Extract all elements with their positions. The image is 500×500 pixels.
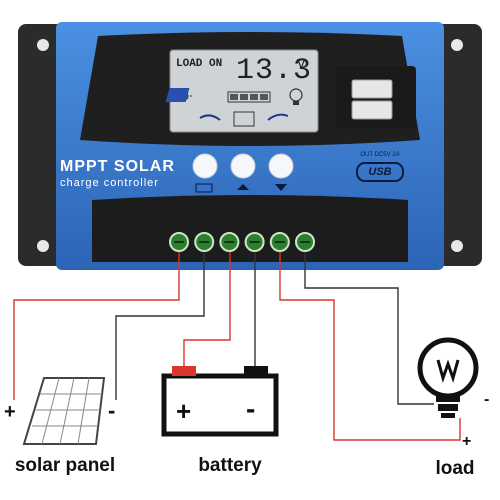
mount-hole-bl bbox=[37, 240, 49, 252]
up-arrow-icon bbox=[237, 184, 249, 190]
load-negative-wire bbox=[304, 252, 434, 405]
solar-positive-sign: + bbox=[4, 401, 16, 423]
menu-icon bbox=[195, 183, 213, 193]
battery-positive-sign: + bbox=[176, 396, 191, 426]
lcd-unit-label: V bbox=[297, 57, 306, 73]
lcd-bulb-icon bbox=[289, 88, 303, 105]
up-button[interactable] bbox=[230, 153, 256, 179]
brand-label: MPPT SOLAR charge controller bbox=[60, 158, 200, 189]
down-arrow-icon bbox=[275, 184, 287, 191]
battery-negative-terminal bbox=[244, 366, 268, 376]
lcd-face-icon bbox=[233, 111, 255, 127]
mount-hole-tr bbox=[451, 39, 463, 51]
battery-icon bbox=[161, 366, 279, 437]
mount-hole-tl bbox=[37, 39, 49, 51]
solar-panel-icon bbox=[22, 377, 106, 445]
lcd-flow-arrow-right bbox=[267, 113, 289, 121]
menu-button[interactable] bbox=[192, 153, 218, 179]
usb-port-1[interactable] bbox=[351, 79, 393, 99]
load-positive-wire bbox=[279, 252, 461, 441]
mount-hole-br bbox=[451, 240, 463, 252]
load-label: load bbox=[435, 458, 475, 479]
battery-label: battery bbox=[198, 455, 262, 476]
lcd-mode-label: LOAD ON bbox=[176, 58, 223, 70]
lcd-flow-arrow-left bbox=[199, 114, 221, 121]
usb-badge: USB bbox=[356, 162, 404, 182]
down-button[interactable] bbox=[268, 153, 294, 179]
lcd-voltage-readout: 13.3 bbox=[236, 54, 313, 88]
terminal-row bbox=[169, 232, 315, 252]
usb-output-label: OUT DC5V 2A bbox=[360, 152, 400, 158]
lcd-battery-icon bbox=[227, 91, 271, 103]
load-negative-sign: - bbox=[484, 391, 489, 408]
bulb-icon bbox=[417, 337, 479, 418]
solar-positive-wire bbox=[13, 252, 180, 400]
brand-title: MPPT SOLAR bbox=[60, 158, 175, 175]
lcd-panel-icon bbox=[165, 88, 190, 102]
solar-panel-label: solar panel bbox=[14, 455, 116, 476]
load-positive-sign: + bbox=[462, 433, 471, 450]
battery-positive-terminal bbox=[172, 366, 196, 376]
solar-negative-sign: - bbox=[108, 398, 115, 423]
usb-port-2[interactable] bbox=[351, 100, 393, 120]
brand-subtitle: charge controller bbox=[60, 177, 159, 189]
solar-negative-wire bbox=[115, 252, 205, 400]
wires bbox=[13, 252, 461, 441]
terminal-block bbox=[92, 195, 408, 262]
battery-negative-sign: - bbox=[246, 393, 255, 424]
battery-positive-wire bbox=[183, 252, 231, 366]
